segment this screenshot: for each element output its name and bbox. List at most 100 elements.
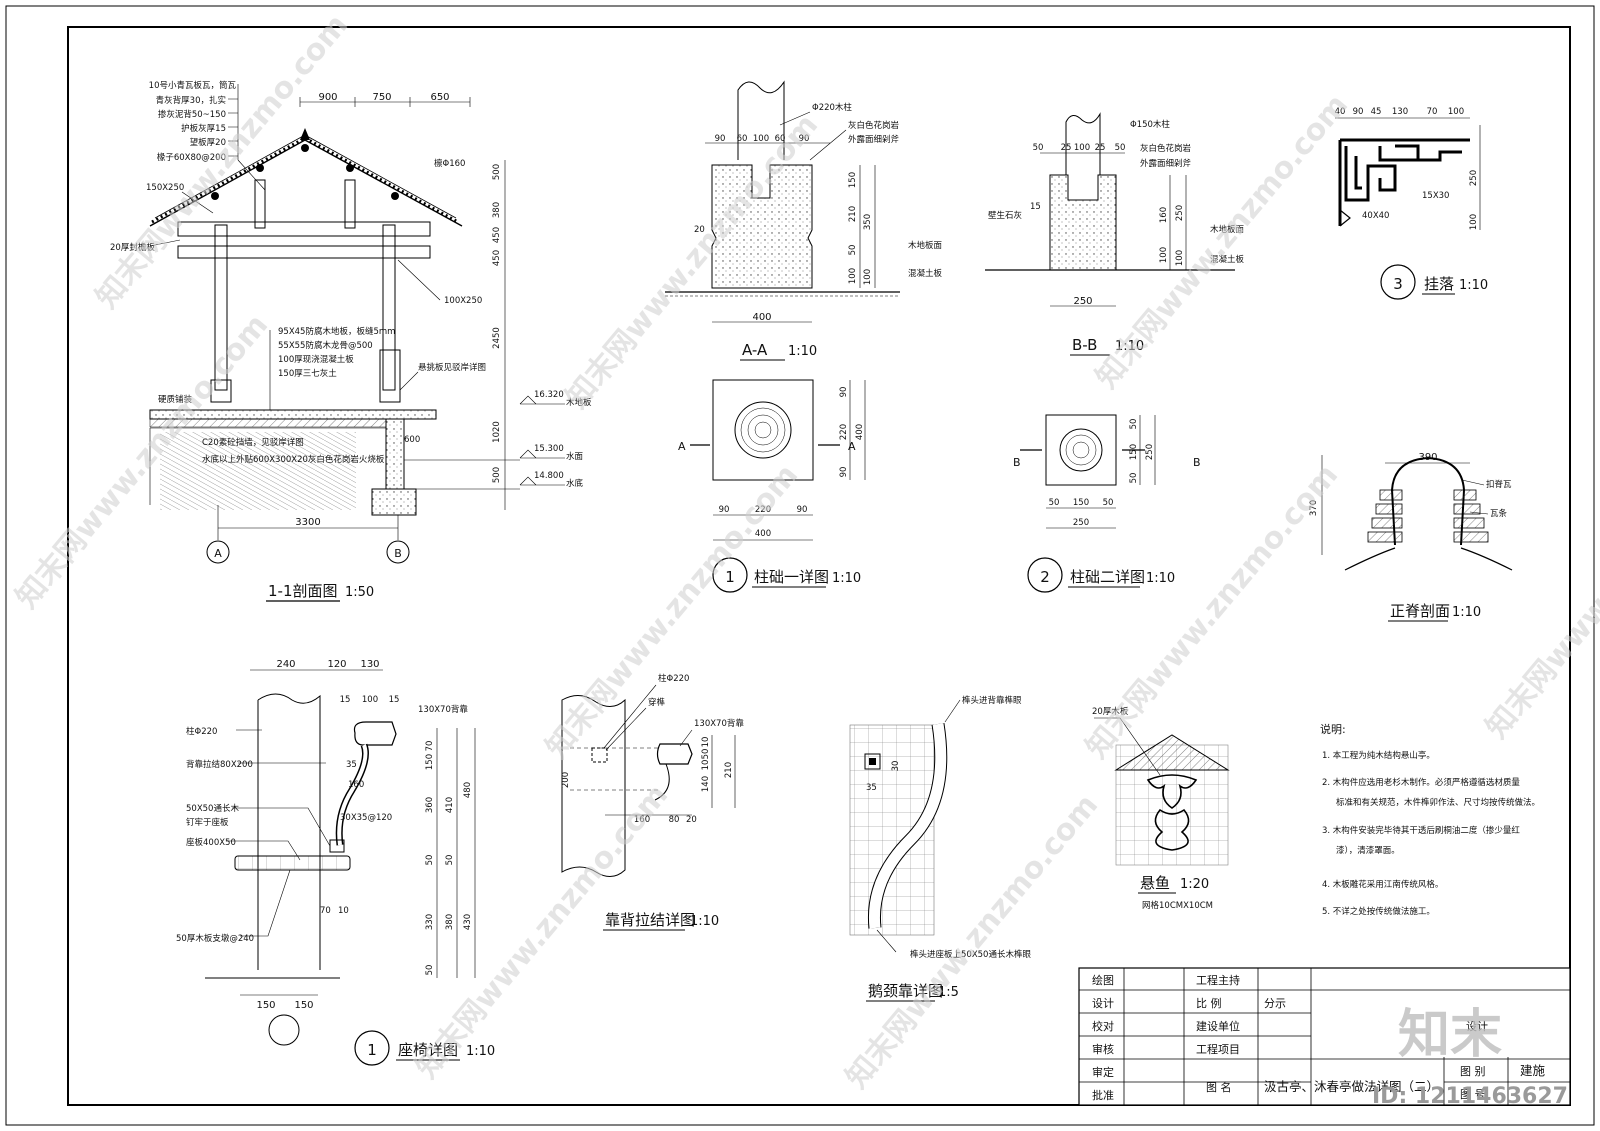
inner-frame bbox=[67, 26, 1571, 1106]
svg-text:360: 360 bbox=[425, 797, 435, 813]
svg-text:1:10: 1:10 bbox=[788, 344, 817, 359]
svg-text:150: 150 bbox=[1129, 444, 1139, 460]
svg-text:150: 150 bbox=[1073, 498, 1089, 508]
svg-text:160: 160 bbox=[1159, 207, 1169, 223]
svg-text:3. 木构件安装完毕待其干透后刷桐油二度（掺少量红: 3. 木构件安装完毕待其干透后刷桐油二度（掺少量红 bbox=[1322, 825, 1520, 836]
svg-text:35: 35 bbox=[866, 783, 877, 793]
svg-text:250: 250 bbox=[1175, 205, 1185, 221]
svg-text:380: 380 bbox=[445, 914, 455, 930]
svg-text:70: 70 bbox=[425, 741, 435, 752]
svg-text:160: 160 bbox=[348, 780, 364, 790]
section-b-b: 50 25 100 25 50 Φ150木柱 灰白色花岗岩 外露面细剁斧 160… bbox=[985, 112, 1245, 356]
svg-text:建设单位: 建设单位 bbox=[1196, 1019, 1240, 1033]
svg-text:靠背拉结详图: 靠背拉结详图 bbox=[605, 911, 695, 929]
svg-text:45: 45 bbox=[1371, 107, 1382, 117]
svg-text:知末网www.znzmo.com: 知末网www.znzmo.com bbox=[539, 458, 805, 765]
svg-text:60: 60 bbox=[775, 134, 786, 144]
svg-text:210: 210 bbox=[848, 206, 858, 222]
svg-text:410: 410 bbox=[445, 797, 455, 813]
svg-text:90: 90 bbox=[797, 505, 808, 515]
svg-text:鹅颈靠详图: 鹅颈靠详图 bbox=[868, 982, 943, 1000]
svg-text:图 别: 图 别 bbox=[1460, 1065, 1486, 1078]
svg-text:50: 50 bbox=[1129, 473, 1139, 484]
svg-text:100: 100 bbox=[863, 269, 873, 285]
layer-note: 青灰背厚30，扎实 bbox=[156, 95, 226, 106]
goose-neck-detail: 榫头进背靠榫眼 榫头进座板上50X50通长木榫眼 30 35 鹅颈靠详图 1:5 bbox=[849, 695, 1031, 1002]
svg-text:木地板面: 木地板面 bbox=[1210, 224, 1245, 235]
svg-text:1. 本工程为纯木结构悬山亭。: 1. 本工程为纯木结构悬山亭。 bbox=[1322, 750, 1435, 761]
svg-text:450: 450 bbox=[492, 250, 502, 266]
svg-text:40: 40 bbox=[1335, 107, 1346, 117]
svg-text:220: 220 bbox=[755, 505, 771, 515]
svg-text:600: 600 bbox=[404, 435, 420, 445]
bench-detail: 240 120 130 15 100 15 130X70背靠 柱Φ220 背靠拉… bbox=[176, 659, 495, 1066]
svg-text:100厚现浇混凝土板: 100厚现浇混凝土板 bbox=[278, 354, 354, 365]
svg-text:50厚木板支墩@240: 50厚木板支墩@240 bbox=[176, 933, 254, 944]
svg-text:150: 150 bbox=[848, 172, 858, 188]
svg-text:2450: 2450 bbox=[492, 327, 502, 349]
svg-text:50: 50 bbox=[701, 749, 711, 760]
svg-text:120: 120 bbox=[327, 659, 346, 670]
svg-text:挂落: 挂落 bbox=[1424, 275, 1454, 293]
svg-text:榫头进背靠榫眼: 榫头进背靠榫眼 bbox=[962, 695, 1022, 706]
svg-text:B: B bbox=[1193, 456, 1201, 469]
svg-text:木地板: 木地板 bbox=[566, 397, 592, 408]
svg-text:250: 250 bbox=[1073, 518, 1089, 528]
svg-text:130: 130 bbox=[1392, 107, 1408, 117]
svg-text:15: 15 bbox=[340, 695, 351, 705]
svg-text:480: 480 bbox=[463, 782, 473, 798]
hanging-detail: 40 90 45 130 70 100 250 100 15X30 40X40 … bbox=[1335, 107, 1488, 300]
svg-text:150X250: 150X250 bbox=[146, 183, 184, 193]
svg-text:50: 50 bbox=[1049, 498, 1060, 508]
svg-text:40X40: 40X40 bbox=[1362, 211, 1389, 221]
svg-text:4. 木板雕花采用江南传统风格。: 4. 木板雕花采用江南传统风格。 bbox=[1322, 879, 1443, 890]
svg-text:标准和有关规范，木件榫卯作法、尺寸均按传统做法。: 标准和有关规范，木件榫卯作法、尺寸均按传统做法。 bbox=[1336, 797, 1540, 808]
svg-text:250: 250 bbox=[1469, 170, 1479, 186]
svg-text:1:50: 1:50 bbox=[345, 585, 374, 600]
svg-text:3300: 3300 bbox=[295, 517, 320, 528]
svg-text:240: 240 bbox=[276, 659, 295, 670]
svg-text:背靠拉结80X200: 背靠拉结80X200 bbox=[186, 759, 253, 770]
outer-frame bbox=[5, 5, 1595, 1126]
svg-text:90: 90 bbox=[839, 387, 849, 398]
svg-text:50: 50 bbox=[425, 965, 435, 976]
svg-text:400: 400 bbox=[755, 529, 771, 539]
layer-note: 椽子60X80@200 bbox=[157, 152, 226, 163]
svg-text:建施: 建施 bbox=[1520, 1063, 1546, 1078]
svg-text:90: 90 bbox=[715, 134, 726, 144]
svg-text:A-A: A-A bbox=[742, 341, 768, 359]
svg-text:3: 3 bbox=[1393, 275, 1403, 293]
svg-text:座椅详图: 座椅详图 bbox=[398, 1041, 458, 1059]
svg-text:B: B bbox=[1013, 456, 1021, 469]
svg-text:审定: 审定 bbox=[1092, 1065, 1114, 1079]
svg-text:200: 200 bbox=[561, 772, 571, 788]
svg-text:400: 400 bbox=[855, 424, 865, 440]
svg-text:1: 1 bbox=[725, 568, 735, 586]
svg-text:1:10: 1:10 bbox=[690, 914, 719, 929]
section-title: 1-1剖面图 bbox=[268, 582, 338, 600]
svg-text:400: 400 bbox=[752, 312, 771, 323]
svg-text:900: 900 bbox=[318, 92, 337, 103]
svg-text:1:10: 1:10 bbox=[832, 571, 861, 586]
svg-text:100: 100 bbox=[1175, 250, 1185, 266]
svg-text:80: 80 bbox=[669, 815, 680, 825]
svg-text:柱Φ220: 柱Φ220 bbox=[186, 726, 217, 737]
svg-text:50: 50 bbox=[1115, 143, 1126, 153]
svg-text:100: 100 bbox=[1448, 107, 1464, 117]
svg-text:15: 15 bbox=[389, 695, 400, 705]
svg-text:B-B: B-B bbox=[1072, 336, 1097, 354]
svg-text:220: 220 bbox=[839, 424, 849, 440]
svg-text:5. 不详之处按传统做法施工。: 5. 不详之处按传统做法施工。 bbox=[1322, 906, 1435, 917]
svg-text:500: 500 bbox=[492, 164, 502, 180]
svg-text:50: 50 bbox=[425, 855, 435, 866]
svg-text:430: 430 bbox=[463, 914, 473, 930]
svg-text:50: 50 bbox=[1129, 419, 1139, 430]
backrest-tie-detail: 柱Φ220 穿榫 130X70背靠 200 160 80 20 10 50 10… bbox=[561, 673, 744, 931]
svg-text:1:10: 1:10 bbox=[1115, 339, 1144, 354]
svg-text:柱础一详图: 柱础一详图 bbox=[754, 568, 829, 586]
svg-text:160: 160 bbox=[634, 815, 650, 825]
svg-text:100: 100 bbox=[753, 134, 769, 144]
svg-text:木地板面: 木地板面 bbox=[908, 240, 943, 251]
svg-text:水面: 水面 bbox=[566, 451, 584, 462]
svg-text:设计: 设计 bbox=[1092, 997, 1114, 1010]
